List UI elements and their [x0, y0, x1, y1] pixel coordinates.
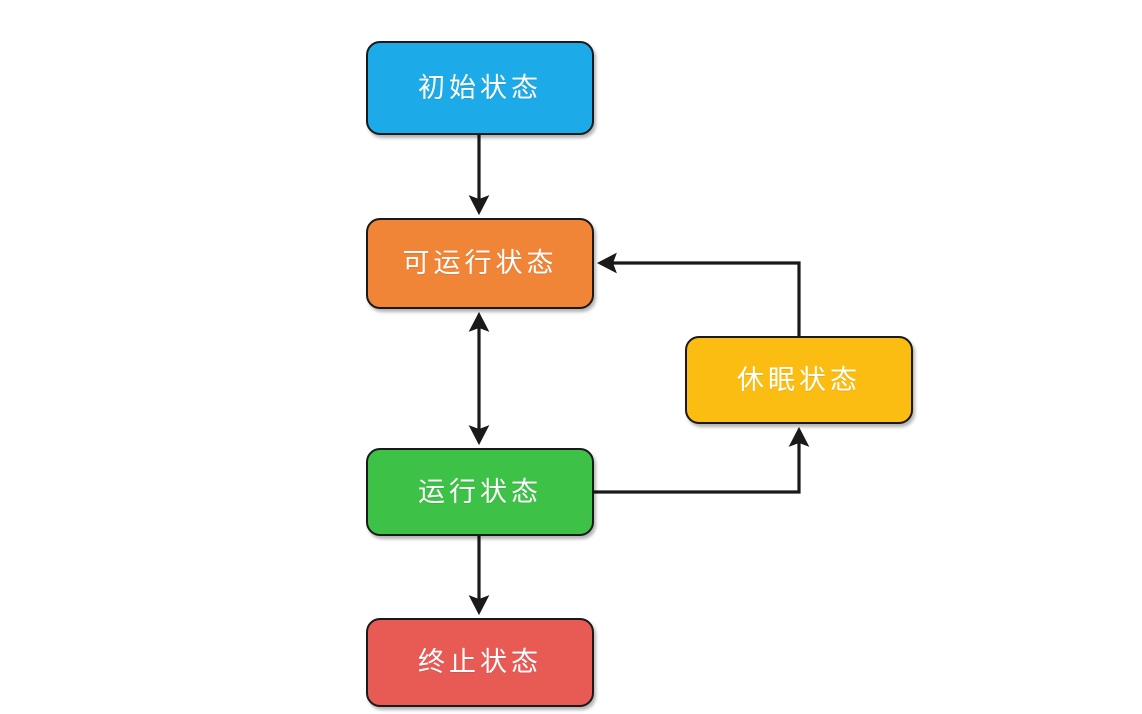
node-terminated-state[interactable]: 终止状态 [366, 618, 594, 707]
node-running-state-label: 运行状态 [418, 476, 542, 508]
node-runnable-state-label: 可运行状态 [402, 248, 558, 279]
edge-dormant-to-runnable [596, 252, 801, 336]
node-dormant-state[interactable]: 休眠状态 [685, 336, 913, 424]
node-running-state[interactable]: 运行状态 [366, 448, 594, 536]
edge-running-to-dormant [594, 426, 810, 494]
node-dormant-state-label: 休眠状态 [737, 364, 861, 396]
node-terminated-state-label: 终止状态 [418, 647, 542, 678]
node-initial-state[interactable]: 初始状态 [366, 41, 594, 135]
node-initial-state-label: 初始状态 [418, 72, 542, 104]
node-runnable-state[interactable]: 可运行状态 [366, 218, 594, 309]
